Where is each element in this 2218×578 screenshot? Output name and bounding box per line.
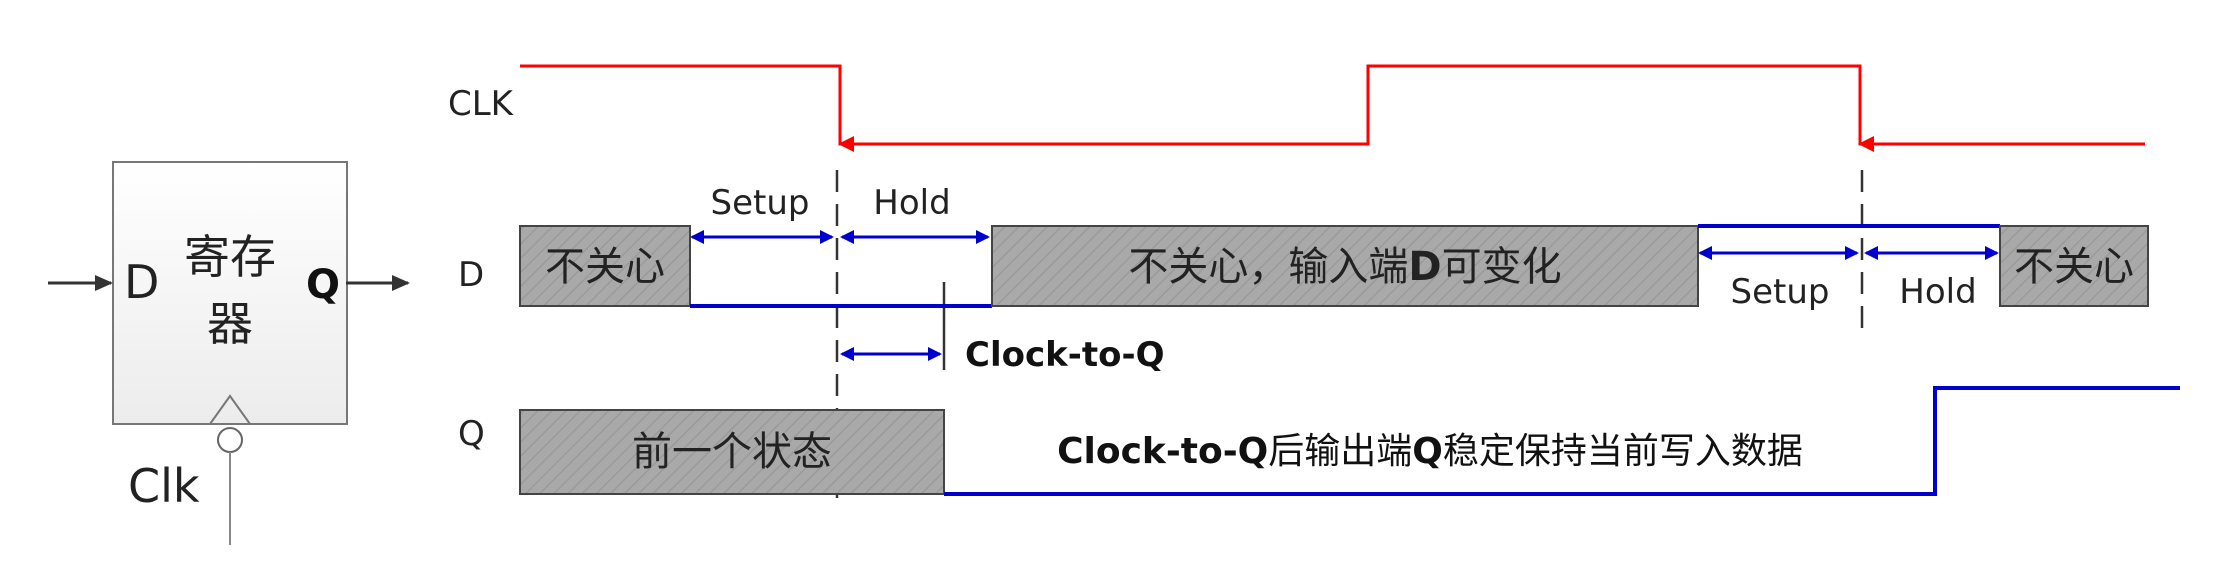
q-output-waveform — [944, 386, 2180, 496]
register-name-line2: 器 — [207, 297, 253, 351]
hold-label-2: Hold — [1899, 272, 1976, 312]
signal-label-d: D — [458, 255, 484, 295]
register-clock-label: Clk — [128, 459, 200, 513]
register-input-label: D — [124, 255, 159, 309]
d-dont-care-box-1 — [519, 225, 691, 307]
clk-waveform — [520, 64, 2145, 146]
d-dont-care-box-middle — [991, 225, 1699, 307]
q-previous-state-box — [519, 409, 945, 495]
clock-edge-triangle-icon — [209, 394, 251, 425]
register-block: 寄存 器 D Q Clk — [48, 161, 410, 545]
signal-label-q: Q — [458, 414, 485, 454]
q-stable-description: Clock-to-Q后输出端Q稳定保持当前写入数据 — [1057, 431, 1803, 472]
register-name-line1: 寄存 — [184, 230, 276, 284]
hold-label-1: Hold — [873, 183, 950, 223]
clock-inverter-bubble-icon — [217, 427, 243, 453]
d-dont-care-label-3: 不关心 — [2014, 244, 2134, 290]
register-output-label: Q — [306, 262, 340, 308]
d-dont-care-box-3 — [1999, 225, 2149, 307]
q-previous-state-label: 前一个状态 — [632, 429, 832, 475]
register-box — [112, 161, 348, 425]
setup-label-1: Setup — [711, 183, 810, 223]
setup-label-2: Setup — [1731, 272, 1830, 312]
clock-to-q-label: Clock-to-Q — [965, 335, 1164, 375]
d-dont-care-label-1: 不关心 — [545, 244, 665, 290]
d-dont-care-label-middle: 不关心，输入端D可变化 — [1128, 244, 1561, 290]
signal-label-clk: CLK — [448, 84, 515, 124]
d-middle-bold: D — [1408, 244, 1441, 290]
